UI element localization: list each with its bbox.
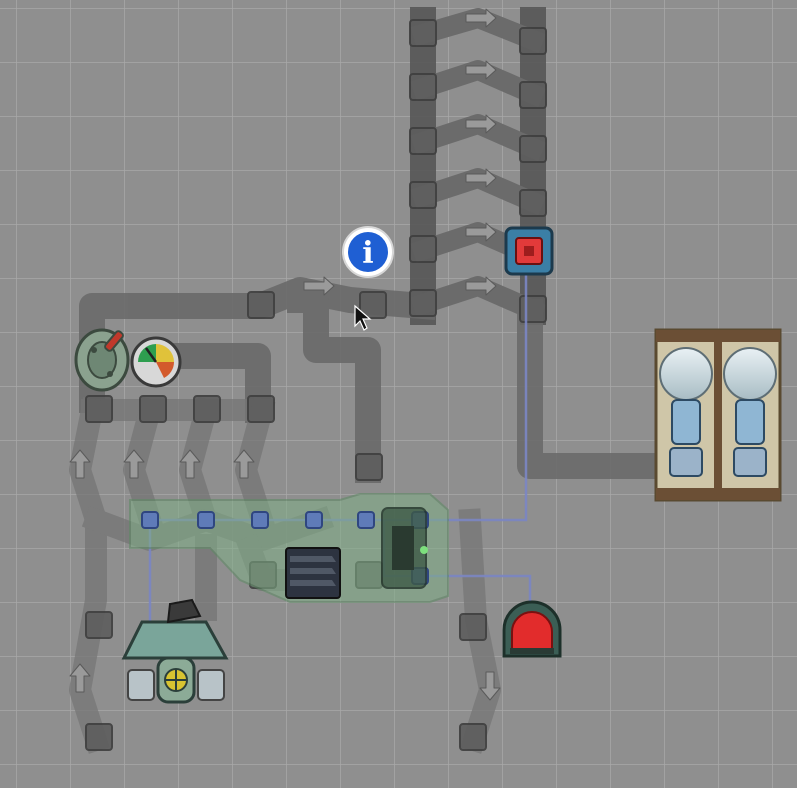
pipe-segments: [85, 19, 547, 751]
power-battery-icon[interactable]: [381, 507, 428, 589]
atmo-suit-dock-icon[interactable]: [654, 328, 782, 502]
liquid-valve-icon[interactable]: [504, 226, 554, 276]
red-alarm-icon[interactable]: [502, 600, 562, 658]
gas-pump-icon[interactable]: [74, 328, 130, 392]
pressure-gauge-icon[interactable]: [130, 336, 182, 388]
mouse-pointer-icon: [354, 304, 372, 331]
flow-arrows: [69, 8, 501, 701]
info-glyph: i: [362, 236, 373, 271]
gas-filter-icon[interactable]: [285, 547, 341, 599]
electrolyzer-icon[interactable]: [121, 598, 229, 704]
info-marker[interactable]: i: [342, 226, 394, 278]
